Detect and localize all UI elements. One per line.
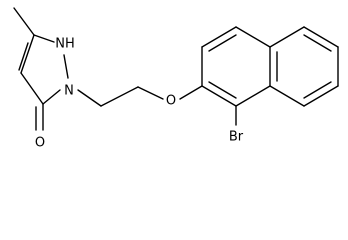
- atom-label-o-carbonyl: O: [35, 136, 45, 151]
- molecule-structure-diagram: NH N O O Br: [13, 7, 339, 151]
- ethylene-linker: [77, 86, 164, 107]
- atom-label-nh: NH: [55, 37, 75, 52]
- bond-n2-ch2: [77, 89, 102, 107]
- bond-c5-c4-inner: [18, 42, 29, 71]
- atom-label-n: N: [64, 84, 74, 99]
- bond-c8-c8a: [269, 85, 305, 107]
- bond-c1-c2-inner: [208, 81, 237, 99]
- bond-c3-c4: [201, 26, 237, 48]
- atom-label-o-ether: O: [166, 94, 176, 109]
- bond-c7-c8: [303, 85, 339, 107]
- bond-c3-n2: [42, 89, 61, 105]
- pyrazolone-ring: [13, 7, 69, 131]
- bond-c4-c4a: [235, 26, 271, 48]
- bond-c3-c4-inner: [208, 34, 237, 52]
- bond-c4-c3: [20, 72, 44, 105]
- bond-n1-c5: [33, 34, 55, 43]
- bond-c4a-c5: [269, 26, 305, 48]
- bond-c1-c2: [201, 85, 237, 107]
- bond-c8a-c1: [235, 85, 271, 107]
- bond-ch2-ch2: [100, 86, 139, 107]
- bond-c5-c6-inner: [303, 34, 332, 52]
- bond-methyl: [13, 7, 35, 36]
- atom-label-br: Br: [229, 130, 244, 145]
- bond-n2-n1: [63, 54, 69, 79]
- bond-c5-c6: [303, 26, 339, 48]
- atom-labels: NH N O O Br: [35, 37, 244, 151]
- bond-o-c2: [179, 85, 203, 100]
- bond-c7-c8-inner: [303, 81, 332, 99]
- naphthalene-ring: [179, 26, 339, 126]
- bond-c5-c4: [20, 34, 35, 74]
- bond-ch2-o: [137, 86, 164, 100]
